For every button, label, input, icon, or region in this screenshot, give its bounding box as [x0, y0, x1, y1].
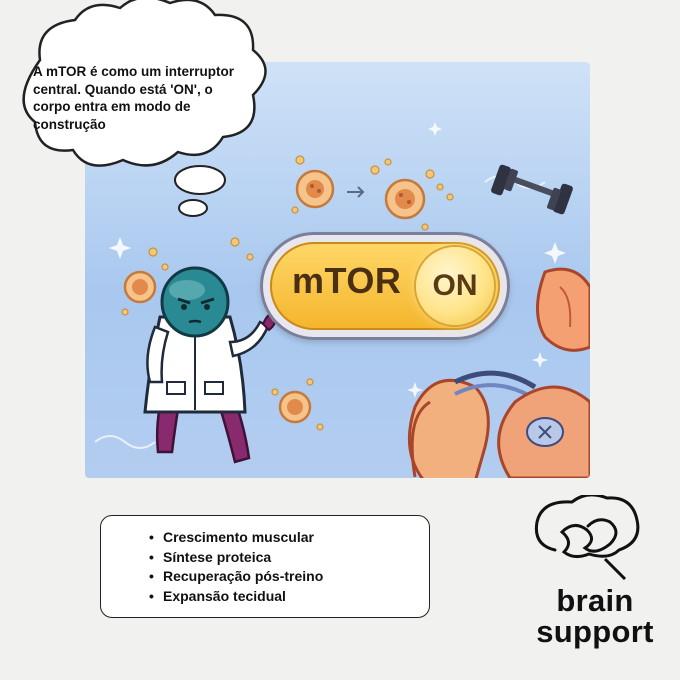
cell-icon	[384, 178, 426, 220]
brain-logo-icon	[534, 495, 640, 580]
benefits-box: Crescimento muscular Síntese proteica Re…	[100, 515, 430, 618]
switch-label: mTOR	[292, 260, 402, 301]
illustration-art	[94, 85, 590, 478]
sparkle-icon	[532, 352, 548, 368]
thought-bubble-text: A mTOR é como um interruptor central. Qu…	[33, 64, 235, 132]
muscle-icon	[407, 370, 537, 478]
list-item: Crescimento muscular	[149, 528, 429, 548]
sparkle-icon	[428, 122, 442, 136]
thought-bubble	[22, 0, 267, 217]
switch-track: mTOR ON	[270, 242, 500, 330]
sparkle-icon	[544, 242, 566, 264]
illustration-scene: mTOR ON	[85, 62, 590, 478]
switch-state: ON	[432, 269, 478, 302]
arrow-right-icon	[347, 186, 365, 198]
dumbbell-icon	[491, 164, 573, 215]
muscle-icon	[497, 385, 590, 478]
mtor-switch[interactable]: mTOR ON	[260, 232, 510, 340]
scientist-character	[143, 266, 277, 464]
cell-icon	[278, 390, 312, 424]
list-item: Recuperação pós-treino	[149, 567, 429, 587]
list-item: Síntese proteica	[149, 548, 429, 568]
list-item: Expansão tecidual	[149, 587, 429, 607]
wave-decoration	[94, 435, 156, 449]
sparkle-icon	[109, 237, 131, 259]
switch-knob[interactable]: ON	[416, 247, 494, 325]
brand-line-2: support	[536, 614, 654, 649]
muscle-icon	[536, 267, 590, 352]
brand-name: brain support	[525, 585, 665, 647]
sparkle-icon	[407, 382, 423, 398]
cell-icon	[123, 270, 157, 304]
cell-icon	[295, 169, 335, 209]
brand-line-1: brain	[556, 583, 634, 618]
benefits-list: Crescimento muscular Síntese proteica Re…	[101, 516, 429, 606]
